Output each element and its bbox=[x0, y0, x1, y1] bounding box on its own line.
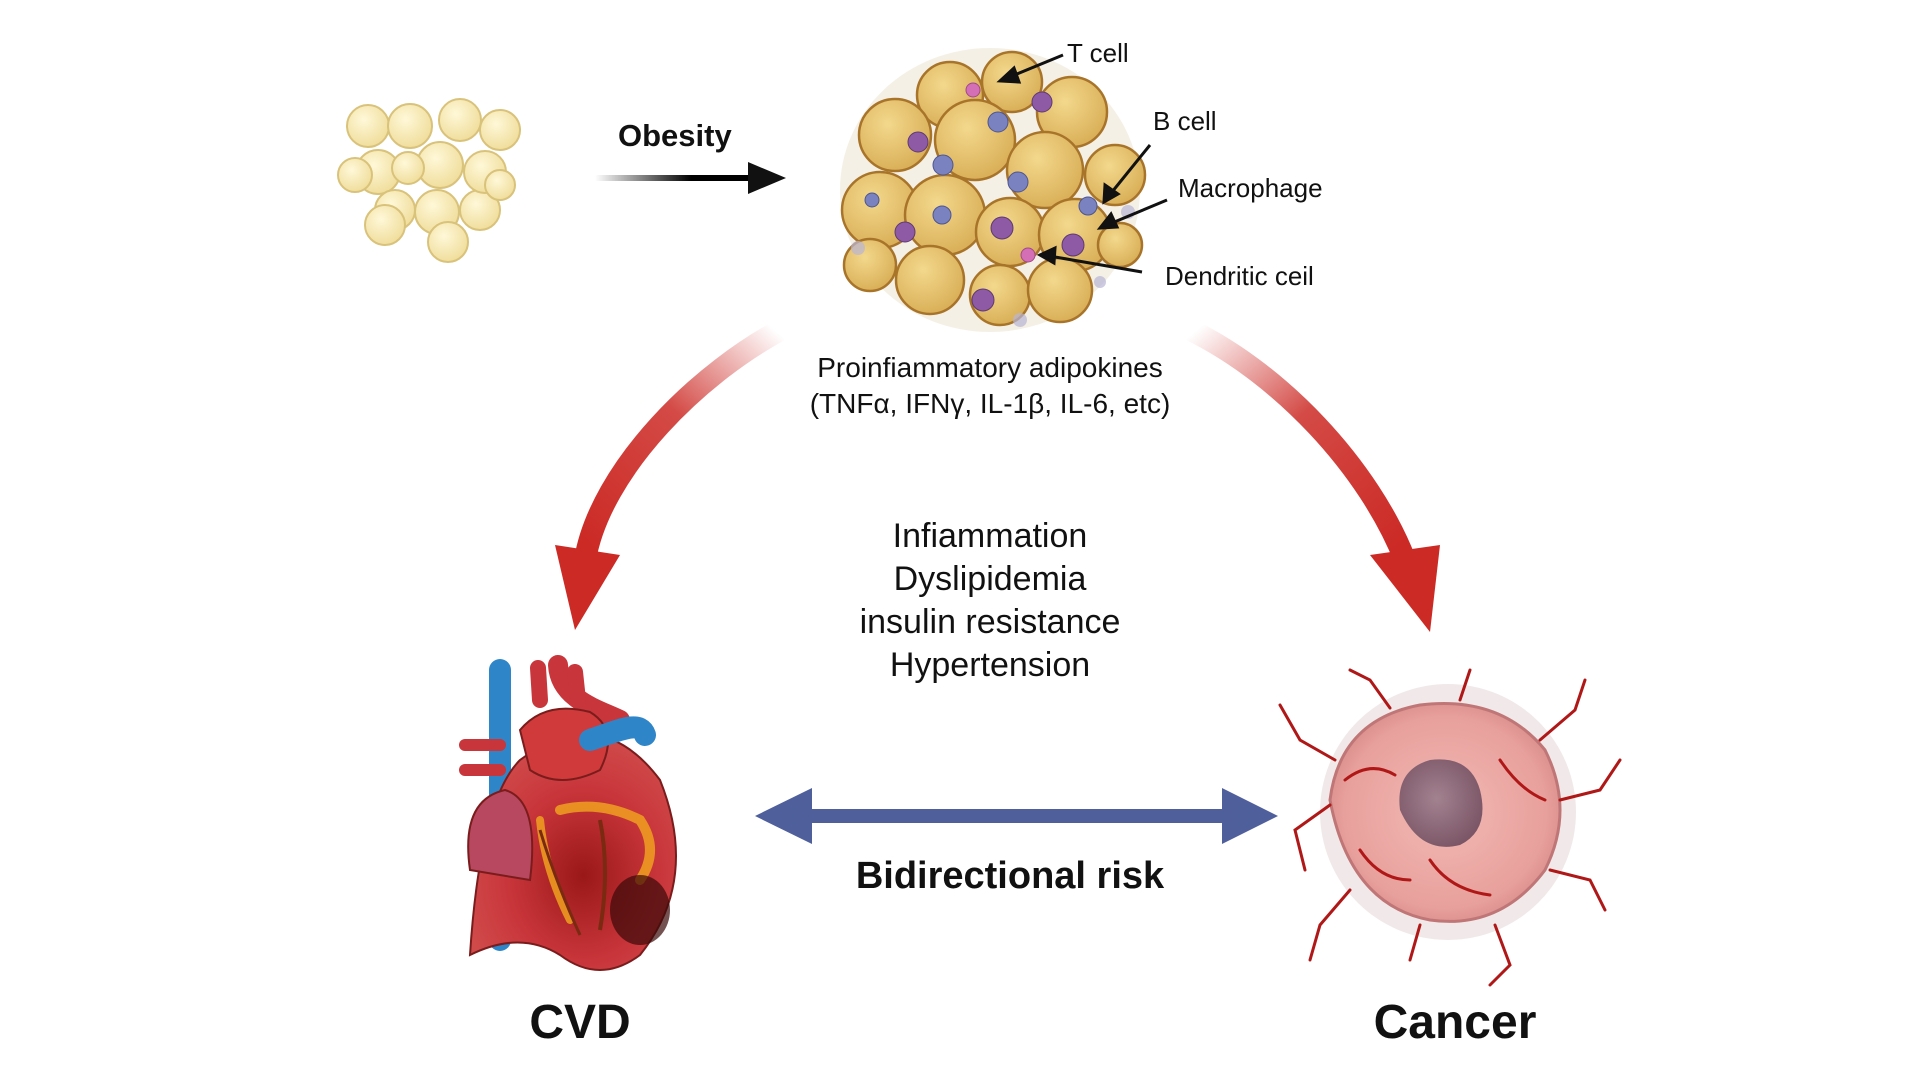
t-cell-label: T cell bbox=[1067, 38, 1129, 68]
heart-icon bbox=[459, 655, 677, 971]
mechanisms-list: Infiammation Dyslipidemia insulin resist… bbox=[800, 515, 1180, 687]
dendritic-cell-label: Dendritic ceil bbox=[1165, 261, 1314, 291]
bidirectional-risk-label: Bidirectional risk bbox=[855, 855, 1165, 897]
red-arrow-to-cvd bbox=[555, 315, 795, 630]
inflamed-adipose-tissue-icon bbox=[840, 48, 1168, 332]
cancer-label: Cancer bbox=[1373, 996, 1537, 1049]
mechanism-item: insulin resistance bbox=[859, 603, 1121, 641]
obesity-label: Obesity bbox=[618, 118, 732, 153]
macrophage-label: Macrophage bbox=[1178, 173, 1323, 203]
red-arrow-to-cancer bbox=[1175, 314, 1440, 632]
mechanism-item: Hypertension bbox=[889, 646, 1091, 684]
adipokines-label: Proinfiammatory adipokines (TNFα, IFNγ, … bbox=[780, 350, 1200, 422]
healthy-fat-cells-icon bbox=[337, 98, 521, 263]
mechanism-item: Dyslipidemia bbox=[893, 560, 1087, 598]
adipokines-line-1: Proinfiammatory adipokines bbox=[817, 352, 1163, 383]
bidirectional-arrow bbox=[755, 788, 1278, 844]
obesity-arrow bbox=[595, 162, 786, 194]
b-cell-label: B cell bbox=[1153, 106, 1217, 136]
cell-pointer-arrows bbox=[996, 53, 1168, 274]
tumor-icon bbox=[1278, 668, 1622, 987]
mechanism-item: Infiammation bbox=[892, 517, 1088, 555]
adipokines-line-2: (TNFα, IFNγ, IL-1β, IL-6, etc) bbox=[809, 388, 1171, 419]
cvd-label: CVD bbox=[529, 996, 631, 1049]
